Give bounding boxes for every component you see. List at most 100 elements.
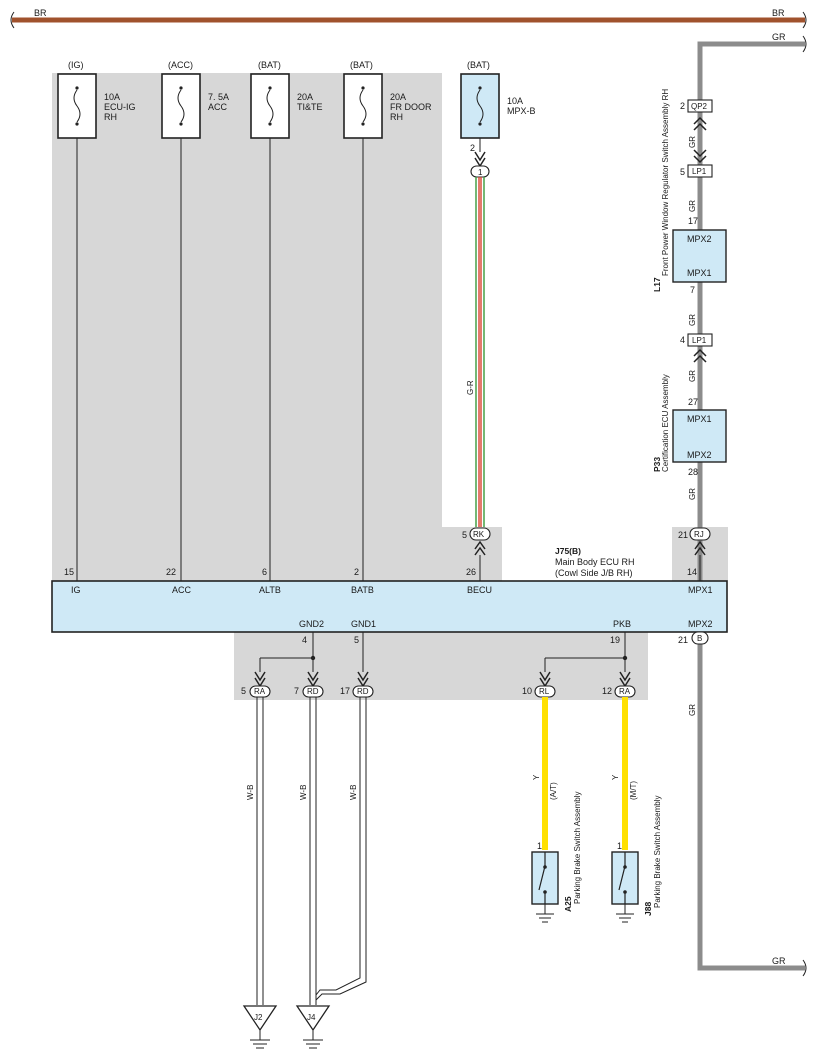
ecu-pin-altb: ALTB <box>259 585 281 595</box>
ecu-pin-becu: BECU <box>467 585 492 595</box>
ecu-pin-batb: BATB <box>351 585 374 595</box>
p33-mpx1: MPX1 <box>687 414 712 424</box>
fuse-ti-te: (BAT) 20A TI&TE <box>250 60 323 139</box>
conn-pin: 5 <box>241 686 246 696</box>
lp1-arrows <box>693 149 707 164</box>
fuse-line1: FR DOOR <box>390 102 432 112</box>
ecu-pin-mpx1-num: 14 <box>687 567 697 577</box>
ecu-name: Main Body ECU RH <box>555 557 635 567</box>
lp1-pin: 5 <box>680 167 685 177</box>
conn-label: RA <box>254 687 266 696</box>
wire-y-label-at: Y <box>532 774 541 780</box>
gr-label-6: GR <box>688 704 697 716</box>
gr-label-4: GR <box>688 370 697 382</box>
switch-code: J88 <box>643 902 653 916</box>
l17-module: 17 MPX2 MPX1 7 L17 Front Power Window Re… <box>652 89 727 295</box>
fuse-line1: ECU-IG <box>104 102 136 112</box>
lp1-label: LP1 <box>692 167 707 176</box>
variant-mt: (M/T) <box>629 781 638 800</box>
l17-bottom-pin: 7 <box>690 285 695 295</box>
gr-bus-top-break <box>802 35 807 53</box>
wire-g-r-red <box>478 177 482 527</box>
ground-label: J2 <box>254 1013 263 1022</box>
wire-w-b-2 <box>309 697 317 1005</box>
gr-label-3: GR <box>688 314 697 326</box>
fuse-source: (BAT) <box>467 60 490 70</box>
gr-top-label: GR <box>772 32 786 42</box>
fuse-acc: (ACC) 7. 5A ACC <box>161 60 229 139</box>
gnd2-pin: 4 <box>302 635 307 645</box>
mpxb-arrow-top <box>474 151 486 168</box>
switch-pin: 1 <box>617 841 622 851</box>
fuse-amp: 10A <box>507 96 523 106</box>
conn-label: RA <box>619 687 631 696</box>
qp2-label: QP2 <box>691 102 708 111</box>
p33-module: 27 MPX1 MPX2 28 P33 Certification ECU As… <box>652 374 727 477</box>
conn-pin: 17 <box>340 686 350 696</box>
ecu-pin-batb-num: 2 <box>354 567 359 577</box>
fuse-fr-door: (BAT) 20A FR DOOR RH <box>343 60 432 139</box>
fuse-amp: 10A <box>104 92 120 102</box>
fuse-ecu-ig: (IG) 10A ECU-IG RH <box>57 60 136 139</box>
ecu-pin-gnd2: GND2 <box>299 619 324 629</box>
ecu-pin-becu-num: 26 <box>466 567 476 577</box>
wire-g-r-label: G-R <box>466 380 475 395</box>
shade-ground-area <box>234 632 648 700</box>
switch-pin: 1 <box>537 841 542 851</box>
wire-w-b-3 <box>315 697 367 1001</box>
main-body-ecu <box>51 580 728 633</box>
ecu-pin-ig: IG <box>71 585 81 595</box>
mpxb-conn-1-label: 1 <box>478 168 483 177</box>
rk-label: RK <box>473 530 485 539</box>
gr-bus-bottom-break <box>802 959 807 977</box>
lp1b-label: LP1 <box>692 336 707 345</box>
fuse-source: (BAT) <box>350 60 373 70</box>
gnd1-pin: 5 <box>354 635 359 645</box>
p33-mpx2: MPX2 <box>687 450 712 460</box>
l17-code: L17 <box>652 277 662 292</box>
ecu-pin-mpx1: MPX1 <box>688 585 713 595</box>
wire-w-b-label-1: W-B <box>246 785 255 800</box>
fuse-mpx-b: (BAT) 10A MPX-B <box>460 60 536 139</box>
fuse-amp: 20A <box>297 92 313 102</box>
gnd2-junction <box>310 655 316 661</box>
qp2-pin: 2 <box>680 101 685 111</box>
wire-w-b-label-2: W-B <box>299 785 308 800</box>
wire-w-b-1 <box>256 697 264 1005</box>
conn-rd-ground-7: 7 RD <box>294 671 324 698</box>
rj-pin: 21 <box>678 530 688 540</box>
rj-conn <box>689 527 711 541</box>
conn-ra-ground: 5 RA <box>241 671 271 698</box>
rk-arrow <box>474 540 486 556</box>
fuse-amp: 20A <box>390 92 406 102</box>
p33-top-pin: 27 <box>688 397 698 407</box>
pkb-junction <box>622 655 628 661</box>
switch-a25: 1 A25 <box>531 841 573 923</box>
conn-label: RL <box>539 687 550 696</box>
qp2-connector: 2 QP2 <box>680 99 713 131</box>
conn-pin: 7 <box>294 686 299 696</box>
mpx2-conn-b <box>691 631 709 645</box>
variant-at: (A/T) <box>549 782 558 800</box>
ecu-sub: (Cowl Side J/B RH) <box>555 568 633 578</box>
p33-code: P33 <box>652 457 662 472</box>
fuse-source: (BAT) <box>258 60 281 70</box>
conn-pin: 12 <box>602 686 612 696</box>
l17-top-pin: 17 <box>688 216 698 226</box>
conn-pin: 10 <box>522 686 532 696</box>
fuse-line2: RH <box>390 112 403 122</box>
fuse-line1: TI&TE <box>297 102 323 112</box>
conn-ra-brake: 12 RA <box>602 671 636 698</box>
ecu-code: J75(B) <box>555 546 581 556</box>
p33-name: Certification ECU Assembly <box>661 374 670 472</box>
ground-point-j2: J2 <box>242 1005 278 1049</box>
ecu-pin-gnd1: GND1 <box>351 619 376 629</box>
ecu-pin-acc: ACC <box>172 585 192 595</box>
lp1b-pin: 4 <box>680 335 685 345</box>
wire-w-b-label-3: W-B <box>349 785 358 800</box>
gr-bus-wire <box>697 41 805 971</box>
rj-label: RJ <box>694 530 704 539</box>
wire-y-label-mt: Y <box>611 774 620 780</box>
conn-label: RD <box>307 687 319 696</box>
